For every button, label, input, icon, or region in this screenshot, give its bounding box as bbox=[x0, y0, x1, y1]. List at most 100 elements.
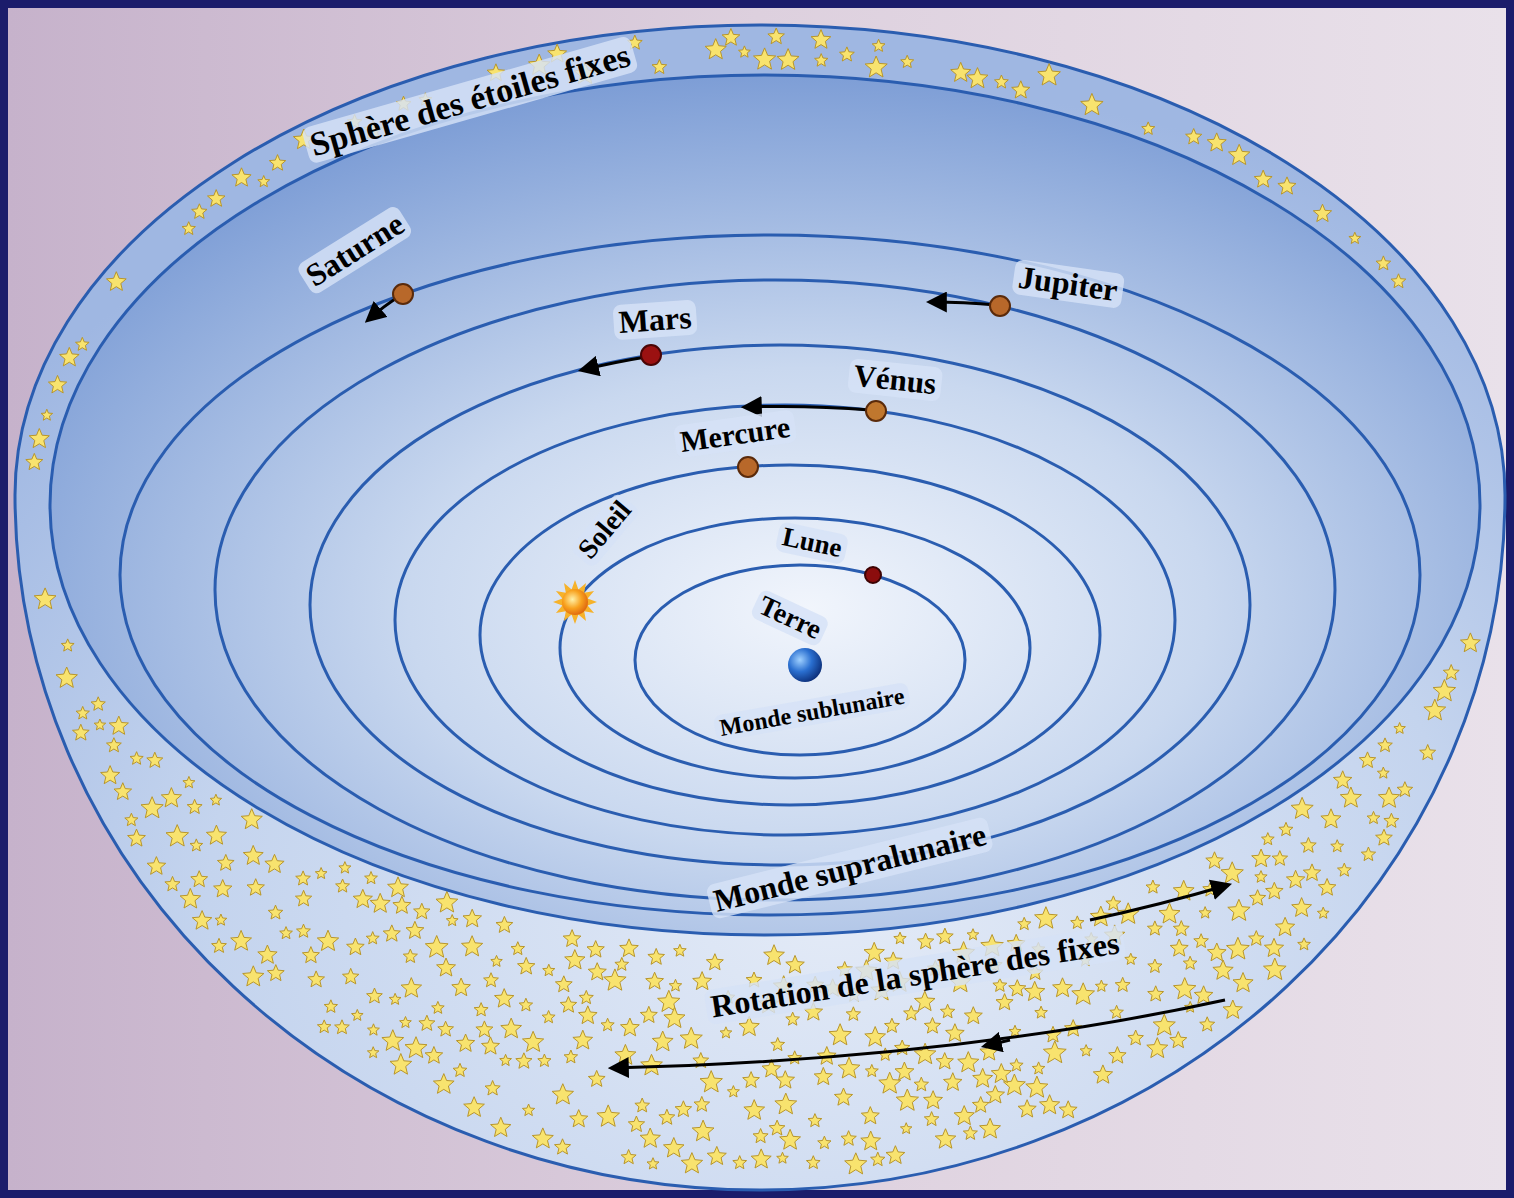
star bbox=[1072, 983, 1095, 1005]
star bbox=[872, 39, 885, 51]
star bbox=[389, 993, 401, 1004]
star-sphere-bowl bbox=[15, 25, 1505, 1190]
star bbox=[297, 924, 311, 937]
star bbox=[864, 942, 884, 961]
star bbox=[563, 930, 581, 947]
star bbox=[383, 925, 400, 941]
star bbox=[564, 1050, 578, 1063]
star bbox=[182, 222, 195, 235]
star bbox=[1183, 956, 1197, 969]
star bbox=[315, 868, 327, 879]
star bbox=[935, 1129, 956, 1149]
star bbox=[815, 54, 828, 67]
star bbox=[1301, 838, 1317, 853]
star bbox=[41, 409, 53, 420]
star bbox=[1313, 204, 1331, 221]
star bbox=[1433, 680, 1456, 701]
star bbox=[265, 854, 284, 872]
star bbox=[776, 1071, 794, 1088]
star bbox=[29, 429, 49, 448]
star bbox=[579, 1006, 598, 1024]
star bbox=[192, 911, 212, 930]
star bbox=[295, 890, 311, 906]
star bbox=[814, 1067, 832, 1084]
star bbox=[1053, 978, 1073, 997]
star bbox=[1391, 274, 1406, 288]
star bbox=[693, 972, 712, 990]
earth bbox=[788, 648, 822, 682]
star bbox=[720, 1027, 732, 1038]
star bbox=[496, 916, 513, 932]
star bbox=[268, 905, 283, 919]
star bbox=[296, 871, 311, 885]
star bbox=[1340, 787, 1361, 807]
star bbox=[788, 1051, 802, 1064]
star bbox=[339, 862, 351, 874]
star bbox=[879, 1072, 901, 1093]
star bbox=[353, 889, 372, 907]
star bbox=[940, 1004, 954, 1018]
star bbox=[1359, 752, 1375, 768]
star bbox=[1278, 177, 1296, 194]
star bbox=[973, 1068, 993, 1087]
star bbox=[707, 1146, 726, 1164]
venus-sphere bbox=[395, 405, 1175, 835]
star bbox=[901, 55, 914, 67]
star bbox=[1318, 879, 1336, 896]
star bbox=[573, 1030, 593, 1049]
star bbox=[1298, 938, 1311, 950]
star bbox=[588, 1070, 605, 1086]
star bbox=[210, 794, 221, 805]
star bbox=[1228, 899, 1250, 920]
star bbox=[739, 46, 751, 57]
star bbox=[456, 1034, 474, 1051]
star bbox=[280, 927, 293, 939]
star bbox=[241, 809, 262, 829]
star bbox=[368, 1024, 380, 1035]
star bbox=[217, 854, 234, 870]
star bbox=[991, 1064, 1011, 1083]
star bbox=[895, 1040, 910, 1055]
motion-arrows bbox=[368, 296, 1228, 1068]
star bbox=[523, 1031, 544, 1051]
star bbox=[141, 797, 163, 818]
star bbox=[1159, 903, 1180, 923]
moon bbox=[865, 567, 881, 583]
star bbox=[208, 190, 226, 207]
jupiter-sphere bbox=[215, 280, 1335, 900]
star bbox=[1128, 1030, 1144, 1045]
sphere-label: Sphère des étoiles fixes bbox=[301, 35, 639, 165]
star bbox=[601, 1018, 614, 1031]
star bbox=[522, 1104, 534, 1116]
star bbox=[183, 776, 195, 787]
star bbox=[641, 1054, 663, 1075]
rotation-arrow bbox=[612, 1000, 1225, 1068]
star bbox=[1018, 917, 1031, 929]
star bbox=[1221, 862, 1243, 883]
star bbox=[382, 1030, 404, 1051]
mars-sphere bbox=[310, 345, 1250, 865]
star bbox=[1071, 916, 1084, 929]
star bbox=[48, 375, 66, 393]
planet-label: Mars bbox=[612, 300, 697, 341]
rotation-arrow-upper bbox=[1090, 885, 1228, 920]
star bbox=[555, 1139, 571, 1154]
star bbox=[1229, 144, 1250, 164]
star bbox=[94, 719, 106, 730]
star bbox=[147, 857, 166, 875]
star bbox=[1252, 849, 1271, 867]
star bbox=[267, 965, 284, 981]
star bbox=[101, 766, 120, 784]
star bbox=[1279, 822, 1293, 835]
star bbox=[500, 1054, 512, 1065]
star bbox=[1040, 1095, 1060, 1114]
star bbox=[861, 1107, 879, 1124]
star-field bbox=[26, 28, 1481, 1174]
star bbox=[861, 1131, 881, 1150]
star bbox=[764, 945, 785, 965]
star bbox=[705, 39, 726, 59]
planet-label: Saturne bbox=[295, 204, 414, 297]
star bbox=[91, 697, 105, 711]
star bbox=[438, 1021, 454, 1036]
